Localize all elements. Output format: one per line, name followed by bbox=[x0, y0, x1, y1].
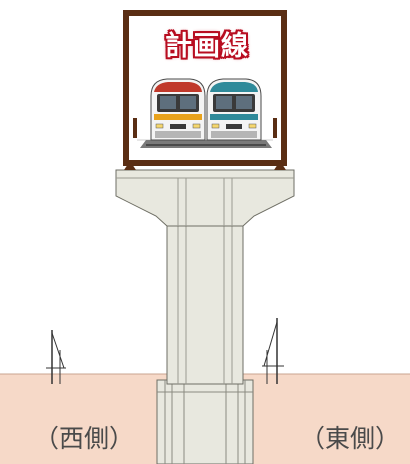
planned-line-title: 計画線 bbox=[165, 31, 249, 62]
west-side-label: （西側） bbox=[34, 424, 135, 453]
east-side-label: （東側） bbox=[300, 424, 401, 453]
track-bed bbox=[140, 140, 272, 148]
train-right-icon bbox=[206, 78, 262, 141]
left-catenary-pole bbox=[46, 330, 66, 384]
right-catenary-pole bbox=[262, 318, 284, 384]
train-left-icon bbox=[150, 78, 206, 141]
pier-cap bbox=[115, 169, 295, 227]
pier-column bbox=[166, 225, 244, 385]
foundation bbox=[156, 379, 254, 464]
